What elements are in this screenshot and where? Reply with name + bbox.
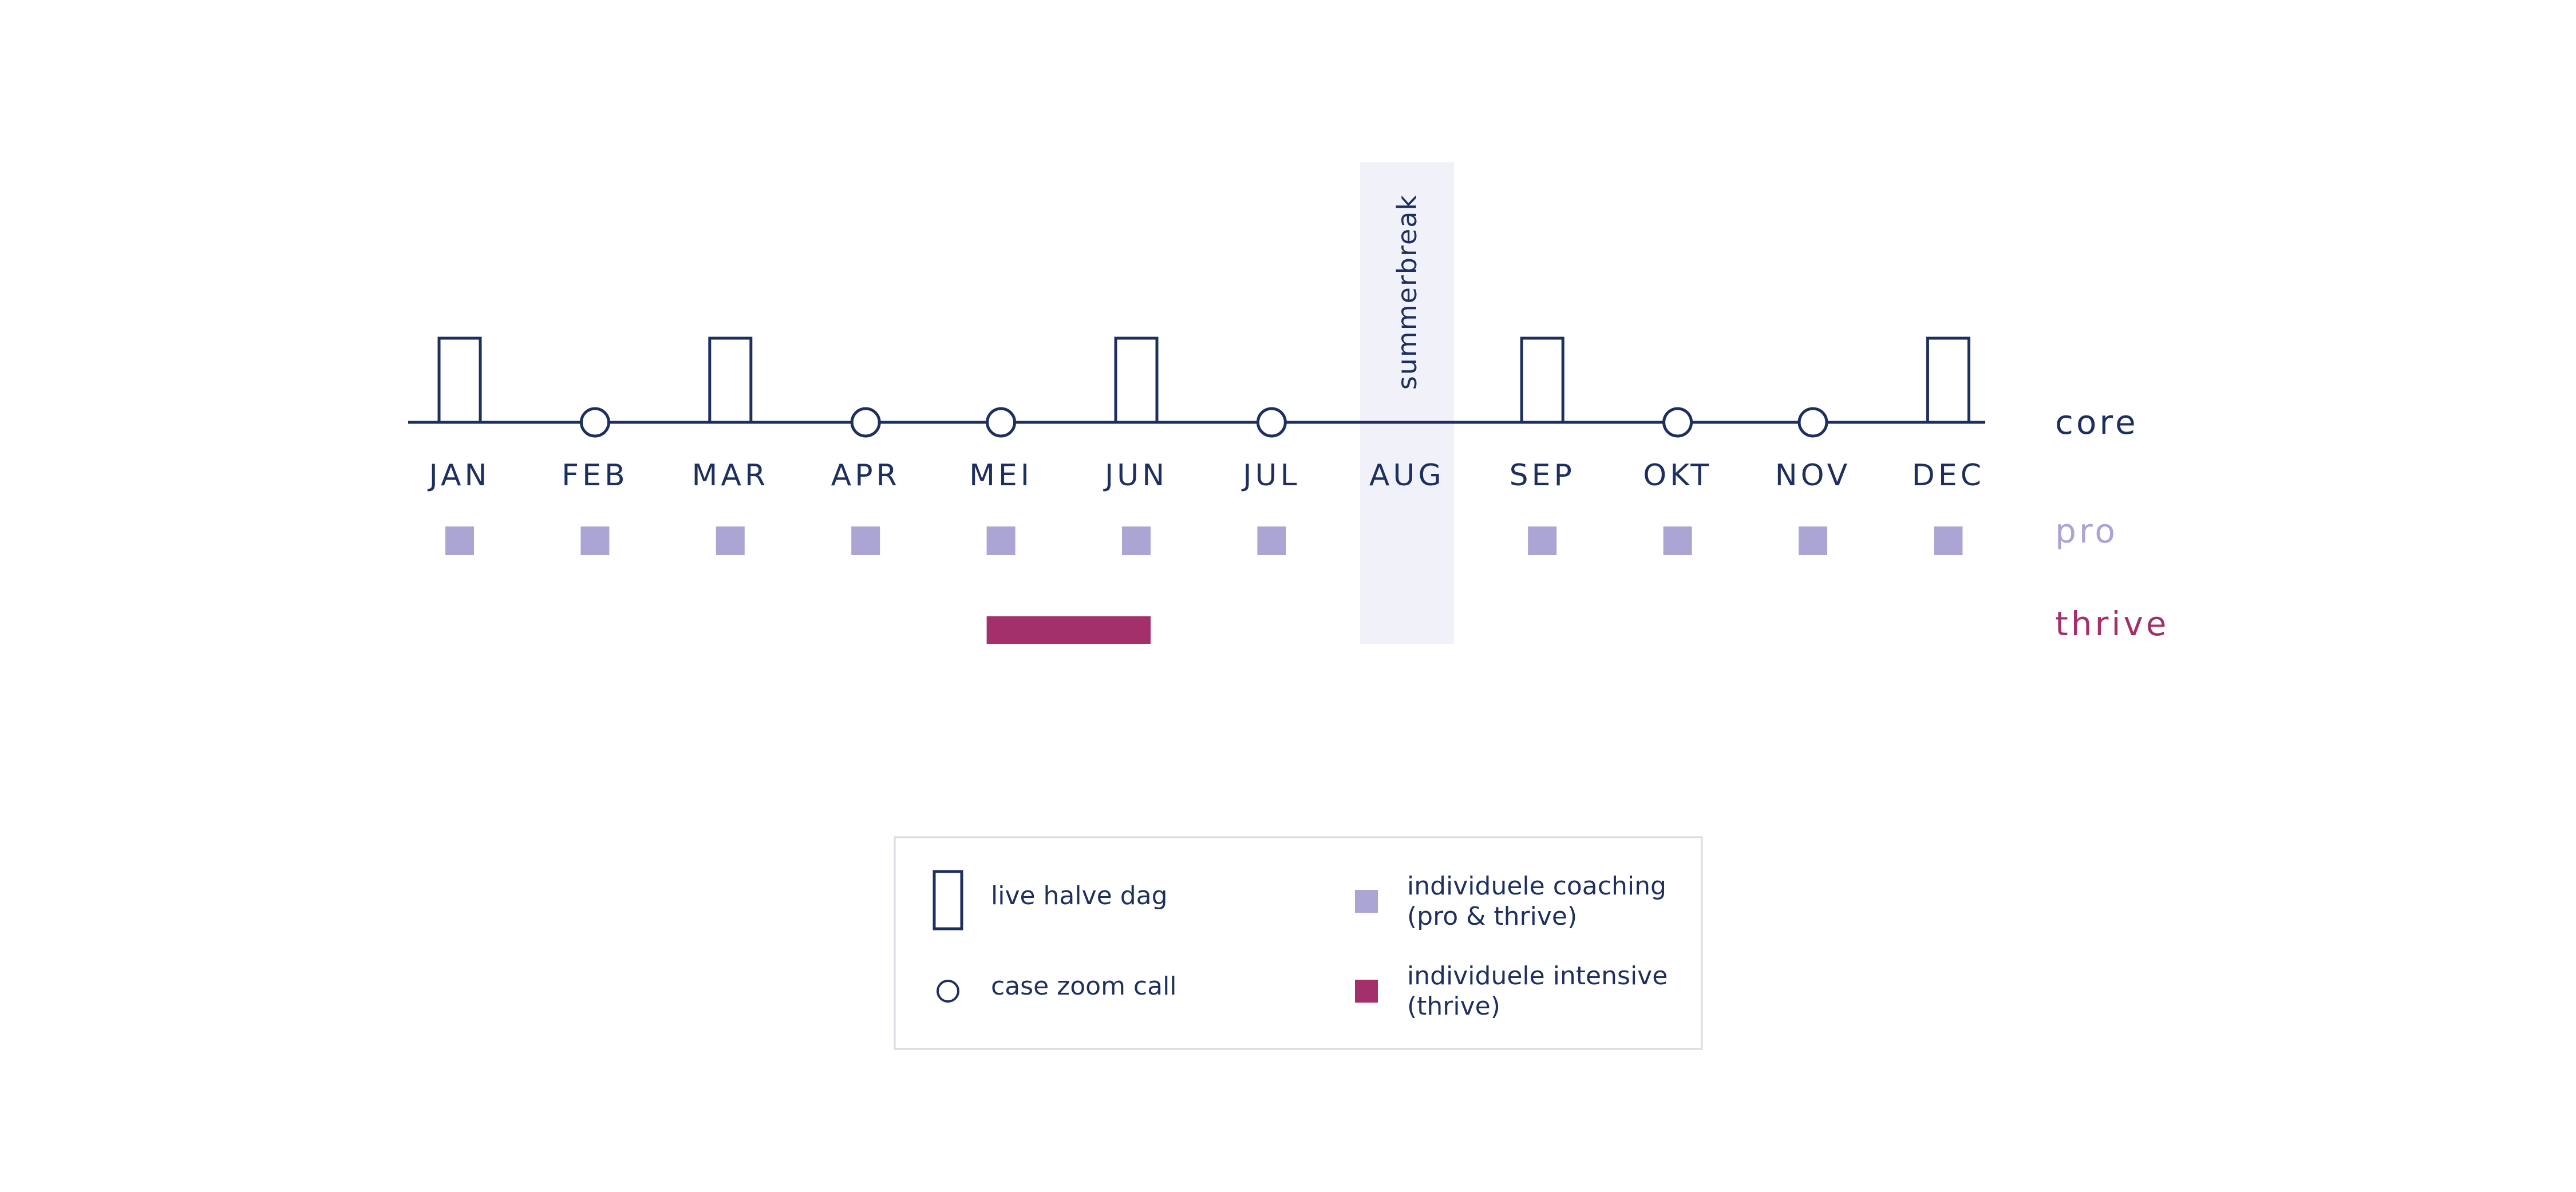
- month-label-okt: OKT: [1643, 458, 1712, 493]
- track-labels-layer: core pro thrive: [2055, 403, 2169, 643]
- thrive-intensive-layer: [986, 616, 1151, 644]
- coaching-square-mei: [986, 526, 1016, 555]
- legend: live halve dag case zoom call individuele …: [894, 836, 1703, 1050]
- month-label-dec: DEC: [1912, 458, 1985, 493]
- track-label-pro: pro: [2055, 512, 2118, 551]
- coaching-square-sep: [1528, 526, 1557, 555]
- month-label-nov: NOV: [1775, 458, 1851, 493]
- legend-individuele-intensive-label-0: individuele intensive: [1407, 961, 1668, 991]
- summerbreak-layer: summerbreak: [1360, 162, 1454, 644]
- legend-case-zoom-call-symbol: [937, 980, 959, 1003]
- legend-individuele-intensive-label-1: (thrive): [1407, 992, 1500, 1021]
- legend-box: [894, 836, 1703, 1050]
- month-label-feb: FEB: [562, 458, 628, 493]
- month-label-jan: JAN: [428, 458, 491, 493]
- coaching-square-jul: [1257, 526, 1286, 555]
- live-halve-dag-marker-jan: [437, 336, 482, 424]
- track-label-core: core: [2055, 403, 2139, 442]
- month-label-apr: APR: [831, 458, 900, 493]
- month-label-aug: AUG: [1369, 458, 1445, 493]
- case-zoom-call-marker-mei: [986, 407, 1017, 438]
- live-halve-dag-marker-jun: [1114, 336, 1159, 424]
- summerbreak-label: summerbreak: [1392, 194, 1423, 390]
- coaching-square-jun: [1122, 526, 1151, 555]
- case-zoom-call-marker-apr: [850, 407, 881, 438]
- coaching-square-dec: [1934, 526, 1963, 555]
- legend-individuele-coaching-label-0: individuele coaching: [1407, 872, 1666, 901]
- legend-case-zoom-call-label-0: case zoom call: [991, 972, 1177, 1001]
- month-label-mar: MAR: [692, 458, 769, 493]
- legend-coaching-symbol: [1355, 890, 1378, 913]
- legend-live-halve-dag-label-0: live halve dag: [991, 881, 1168, 910]
- coaching-square-jan: [445, 526, 474, 555]
- summerbreak-band: [1360, 162, 1454, 644]
- coaching-square-nov: [1799, 526, 1827, 555]
- month-label-jun: JUN: [1103, 458, 1168, 493]
- legend-live-halve-dag-symbol: [933, 870, 963, 930]
- month-label-mei: MEI: [969, 458, 1033, 493]
- live-halve-dag-marker-dec: [1926, 336, 1970, 424]
- month-label-jul: JUL: [1241, 458, 1300, 493]
- coaching-square-apr: [851, 526, 880, 555]
- core-events-layer: [437, 336, 1970, 438]
- month-labels-layer: JAN FEB MAR APR MEI JUN JUL AUG SEP OKT NOV DEC: [428, 458, 1985, 493]
- case-zoom-call-marker-nov: [1797, 407, 1828, 438]
- coaching-square-mar: [716, 526, 745, 555]
- case-zoom-call-marker-feb: [579, 407, 610, 438]
- legend-intensive-symbol: [1355, 980, 1378, 1003]
- month-label-sep: SEP: [1510, 458, 1575, 493]
- intensive-bar: [986, 616, 1151, 644]
- live-halve-dag-marker-mar: [708, 336, 753, 424]
- coaching-square-okt: [1663, 526, 1692, 555]
- pro-coaching-layer: [445, 526, 1963, 555]
- coaching-square-feb: [580, 526, 610, 555]
- case-zoom-call-marker-jul: [1256, 407, 1287, 438]
- live-halve-dag-marker-sep: [1520, 336, 1564, 424]
- legend-individuele-coaching-label-1: (pro & thrive): [1407, 902, 1577, 931]
- case-zoom-call-marker-okt: [1662, 407, 1693, 438]
- track-label-thrive: thrive: [2055, 604, 2169, 643]
